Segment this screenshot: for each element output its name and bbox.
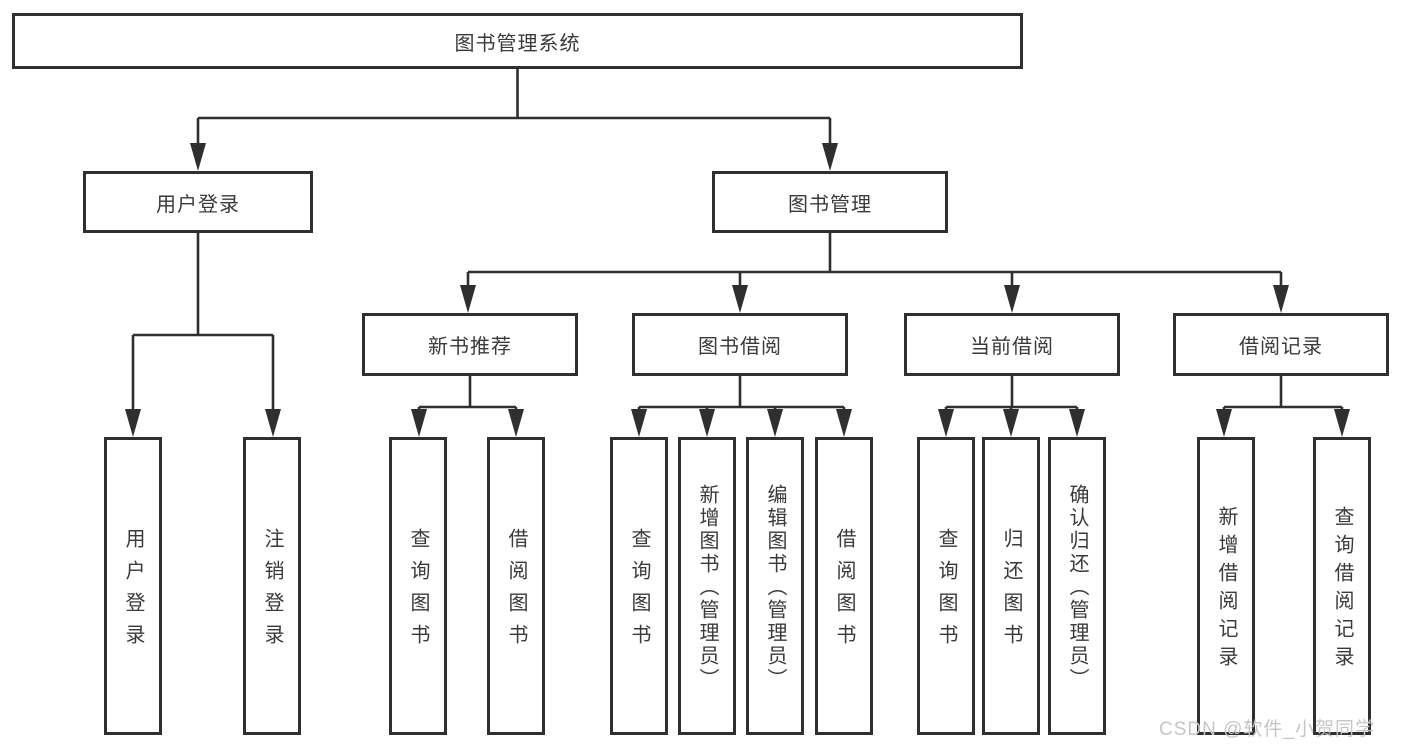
leaf-borrow-books-label: 借阅图书 <box>833 528 855 656</box>
leaf-query-books-borrow-label: 查询图书 <box>628 528 650 656</box>
watermark: CSDN @软件_小贺同学 <box>1159 719 1375 740</box>
node-new-book-recommend: 新书推荐 <box>362 313 578 376</box>
leaf-query-books-current: 查询图书 <box>917 437 975 735</box>
leaf-query-borrow-record-label: 查询借阅记录 <box>1331 506 1353 674</box>
leaf-query-books-recommend: 查询图书 <box>389 437 447 735</box>
leaf-logout-login: 注销登录 <box>243 437 301 735</box>
leaf-return-books: 归还图书 <box>982 437 1040 735</box>
leaf-add-borrow-record: 新增借阅记录 <box>1197 437 1255 735</box>
leaf-query-books-current-label: 查询图书 <box>935 528 957 656</box>
node-borrow-records: 借阅记录 <box>1173 313 1389 376</box>
leaf-edit-books-admin-label: 编辑图书（管理员） <box>764 484 786 691</box>
leaf-borrow-books-recommend-label: 借阅图书 <box>505 528 527 656</box>
leaf-return-books-label: 归还图书 <box>1000 528 1022 656</box>
leaf-confirm-return-admin: 确认归还（管理员） <box>1048 437 1106 735</box>
leaf-add-borrow-record-label: 新增借阅记录 <box>1215 506 1237 674</box>
node-book-management: 图书管理 <box>712 171 948 233</box>
leaf-logout-login-label: 注销登录 <box>261 528 283 656</box>
leaf-confirm-return-admin-label: 确认归还（管理员） <box>1066 484 1088 691</box>
connector-paths <box>131 69 1344 416</box>
leaf-add-books-admin-label: 新增图书（管理员） <box>696 484 718 691</box>
arrowheads <box>125 143 1350 437</box>
leaf-query-books-recommend-label: 查询图书 <box>407 528 429 656</box>
node-library-system: 图书管理系统 <box>12 13 1023 69</box>
node-user-login: 用户登录 <box>83 171 313 233</box>
leaf-borrow-books-recommend: 借阅图书 <box>487 437 545 735</box>
leaf-query-books-borrow: 查询图书 <box>610 437 668 735</box>
leaf-user-login: 用户登录 <box>104 437 162 735</box>
leaf-query-borrow-record: 查询借阅记录 <box>1313 437 1371 735</box>
leaf-edit-books-admin: 编辑图书（管理员） <box>746 437 804 735</box>
node-book-borrow: 图书借阅 <box>632 313 848 376</box>
leaf-borrow-books: 借阅图书 <box>815 437 873 735</box>
leaf-user-login-label: 用户登录 <box>122 528 144 656</box>
leaf-add-books-admin: 新增图书（管理员） <box>678 437 736 735</box>
node-current-borrow: 当前借阅 <box>904 313 1120 376</box>
